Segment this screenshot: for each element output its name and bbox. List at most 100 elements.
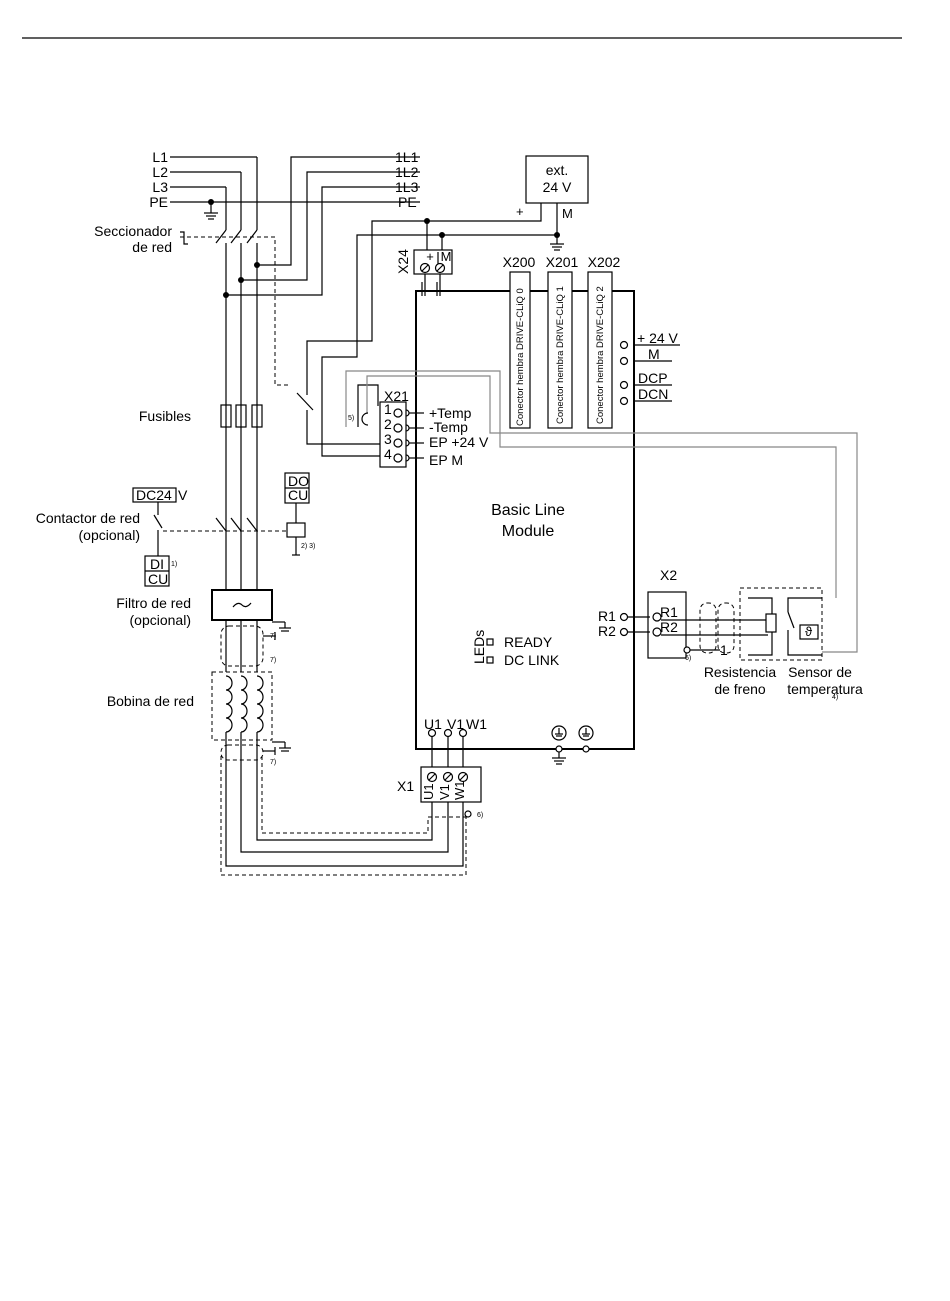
- label-1l1: 1L1: [395, 149, 419, 165]
- x21-terminal: X21 1 2 3 4 +Temp -Temp EP +24 V EP M 5): [345, 370, 858, 653]
- mains-lines: [170, 156, 420, 230]
- svg-text:M: M: [562, 206, 573, 221]
- aux-contact-link: [257, 236, 290, 386]
- x24-terminal: + M X24: [395, 221, 453, 296]
- aux-contact: [296, 220, 442, 457]
- leds-title: LEDs: [471, 630, 487, 664]
- line-reactor: 7): [211, 671, 291, 766]
- drive-cliq-2: [587, 271, 613, 429]
- svg-text:6): 6): [477, 812, 483, 819]
- svg-text:R2: R2: [660, 619, 678, 635]
- x200-label: X200: [503, 254, 536, 270]
- output-terminals: U1 V1 W1: [424, 716, 594, 767]
- label-resistencia: Resistencia: [704, 664, 777, 680]
- svg-text:24 V: 24 V: [543, 179, 572, 195]
- temp-sensor-icon: ϑ: [805, 624, 813, 639]
- svg-text:M: M: [441, 249, 452, 264]
- leds: LEDs READY DC LINK: [471, 630, 560, 668]
- label-pe-right: PE: [398, 194, 417, 210]
- x1-terminal: X1 U1 V1 W1 6): [397, 766, 483, 819]
- svg-text:EP +24 V: EP +24 V: [429, 434, 489, 450]
- label-1l3: 1L3: [395, 179, 419, 195]
- svg-text:DC24: DC24: [136, 487, 172, 503]
- svg-text:4: 4: [384, 446, 392, 462]
- fuses: [220, 404, 263, 428]
- label-1l2: 1L2: [395, 164, 419, 180]
- dclink-led-icon: [486, 656, 494, 664]
- svg-text:+: +: [426, 249, 434, 264]
- dc-terminals: + 24 V M DCP DCN: [619, 330, 680, 406]
- svg-text:3: 3: [384, 431, 392, 447]
- svg-text:DCN: DCN: [638, 386, 668, 402]
- svg-text:Conector hembra DRIVE-CLiQ 2: Conector hembra DRIVE-CLiQ 2: [595, 286, 606, 424]
- svg-text:7): 7): [270, 657, 276, 664]
- drive-cliq-1: [547, 271, 573, 429]
- label-de-red: de red: [132, 239, 172, 255]
- svg-text:6): 6): [685, 655, 691, 662]
- svg-text:Conector hembra DRIVE-CLiQ 0: Conector hembra DRIVE-CLiQ 0: [515, 288, 526, 426]
- ready-led-icon: [486, 638, 494, 646]
- label-contactor-opcional: (opcional): [79, 527, 140, 543]
- main-disconnector: [180, 229, 258, 255]
- svg-text:M: M: [648, 346, 660, 362]
- svg-text:W1: W1: [466, 716, 487, 732]
- label-temperatura: temperatura: [787, 681, 863, 697]
- svg-text:R1: R1: [660, 604, 678, 620]
- svg-text:5): 5): [348, 415, 354, 422]
- svg-text:1: 1: [384, 401, 392, 417]
- svg-text:DCP: DCP: [638, 370, 668, 386]
- label-fusibles: Fusibles: [139, 408, 191, 424]
- svg-text:Conector hembra DRIVE-CLiQ 1: Conector hembra DRIVE-CLiQ 1: [555, 286, 566, 424]
- label-contactor: Contactor de red: [36, 510, 140, 526]
- svg-text:CU: CU: [288, 487, 308, 503]
- svg-text:1): 1): [171, 561, 177, 568]
- svg-text:2: 2: [384, 416, 392, 432]
- brake-resistor-sensor: ϑ: [739, 587, 823, 661]
- ext-24v-supply: ext. 24 V + M: [424, 155, 589, 251]
- led-dclink: DC LINK: [504, 652, 560, 668]
- tap-lines: [223, 156, 420, 298]
- label-l1: L1: [152, 149, 168, 165]
- resistor-icon: [765, 613, 777, 633]
- svg-text:R2: R2: [598, 623, 616, 639]
- svg-text:ext.: ext.: [546, 162, 569, 178]
- svg-text:-Temp: -Temp: [429, 419, 468, 435]
- label-l2: L2: [152, 164, 168, 180]
- svg-text:+ 24 V: + 24 V: [637, 330, 679, 346]
- svg-text:CU: CU: [148, 571, 168, 587]
- label-l3: L3: [152, 179, 168, 195]
- svg-text:U1: U1: [424, 716, 442, 732]
- svg-text:7): 7): [270, 759, 276, 766]
- svg-text:4): 4): [832, 694, 838, 701]
- svg-text:V: V: [178, 487, 188, 503]
- x201-label: X201: [546, 254, 579, 270]
- svg-text:U1: U1: [421, 783, 436, 800]
- svg-text:DO: DO: [288, 473, 309, 489]
- mains-labels: L1 L2 L3 PE: [149, 149, 168, 210]
- svg-text:EP M: EP M: [429, 452, 463, 468]
- svg-text:1: 1: [720, 642, 728, 658]
- label-filtro: Filtro de red: [116, 595, 191, 611]
- svg-text:X21: X21: [384, 388, 409, 404]
- module-title-1: Basic Line: [491, 502, 565, 519]
- label-pe: PE: [149, 194, 168, 210]
- drive-cliq-0: [509, 271, 531, 429]
- output-cables: [220, 756, 468, 876]
- label-de-freno: de freno: [714, 681, 766, 697]
- svg-text:R1: R1: [598, 608, 616, 624]
- svg-text:2) 3): 2) 3): [301, 543, 315, 550]
- label-sensor: Sensor de: [788, 664, 852, 680]
- svg-text:DI: DI: [150, 556, 164, 572]
- svg-text:W1: W1: [452, 781, 467, 801]
- x1-label: X1: [397, 778, 414, 794]
- x2-terminal: X2 R1 R2 R1 R2 6) 1: [598, 567, 768, 662]
- x202-label: X202: [588, 254, 621, 270]
- label-seccionador: Seccionador: [94, 223, 172, 239]
- svg-text:7): 7): [270, 633, 276, 640]
- svg-text:V1: V1: [447, 716, 464, 732]
- x2-label: X2: [660, 567, 677, 583]
- filter-symbol-icon: [232, 602, 252, 608]
- line-filter: 7) 7): [211, 589, 291, 672]
- label-bobina: Bobina de red: [107, 693, 194, 709]
